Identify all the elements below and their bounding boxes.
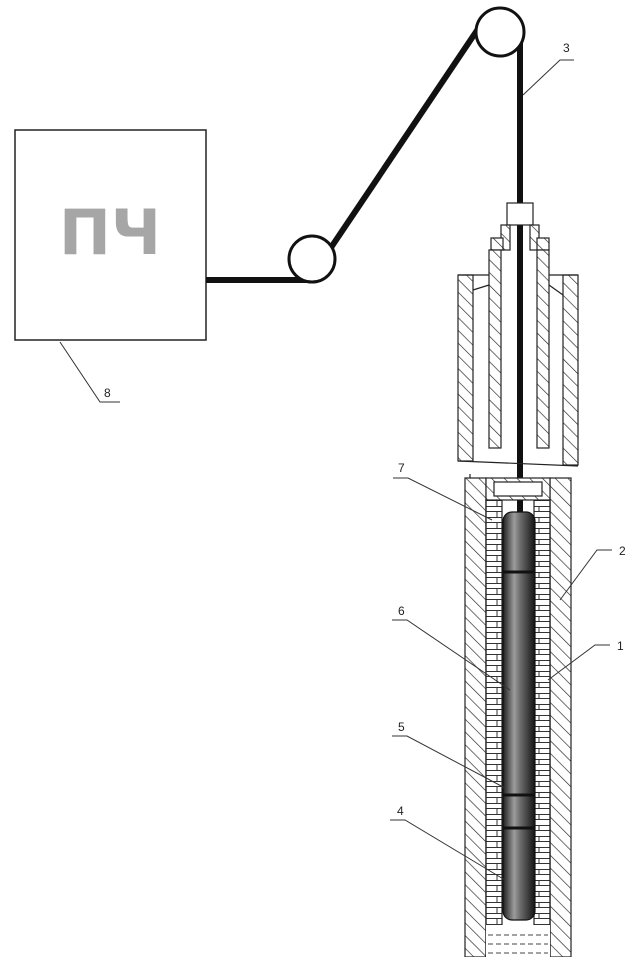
callout-numbers: 1 2 3 4 5 6 7 8 — [104, 41, 626, 818]
callout-1: 1 — [617, 639, 624, 653]
callout-2: 2 — [619, 544, 626, 558]
lower-pulley — [287, 234, 337, 284]
cable — [206, 18, 523, 520]
pump-assembly — [502, 511, 536, 921]
upper-pulley — [474, 6, 526, 58]
callout-6: 6 — [398, 604, 405, 618]
callout-leaders — [59, 59, 612, 881]
well-casing — [464, 474, 572, 957]
callout-7: 7 — [398, 461, 405, 475]
callout-3: 3 — [563, 41, 570, 55]
callout-8: 8 — [104, 386, 111, 400]
frequency-converter-box: ПЧ — [14, 129, 207, 341]
frequency-converter-label: ПЧ — [59, 196, 161, 269]
callout-5: 5 — [398, 720, 405, 734]
well-fluid — [486, 925, 550, 957]
wellhead-fitting — [457, 202, 579, 467]
callout-4: 4 — [397, 804, 404, 818]
